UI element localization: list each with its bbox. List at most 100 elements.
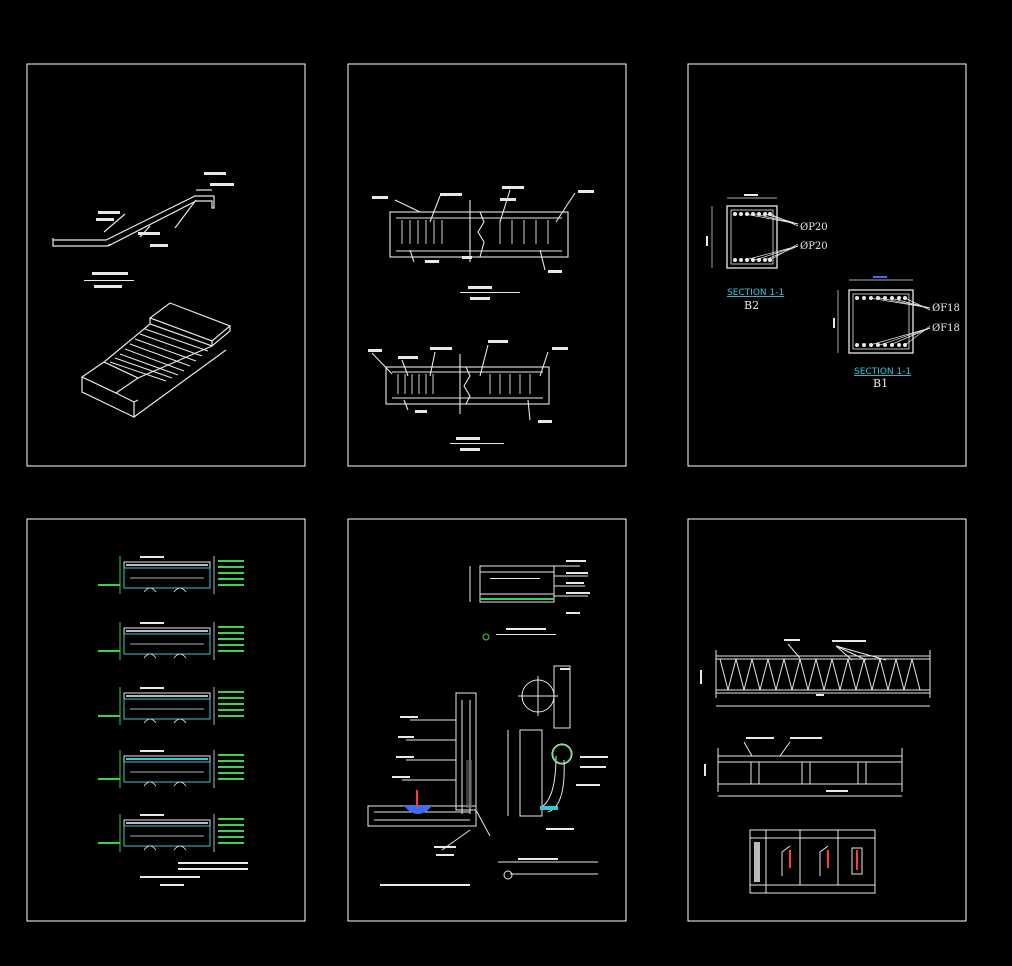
stair-3d-drawing <box>80 302 232 418</box>
stair-section-drawing <box>52 189 215 247</box>
detail-waterproof-layer <box>480 598 554 600</box>
slab-rebar-hook <box>173 653 187 659</box>
detail-hatch <box>466 760 472 808</box>
slab-title-bar <box>140 750 164 752</box>
beam-elevation-top-notes <box>372 186 594 300</box>
detail-floor-notes <box>490 560 590 635</box>
sheet-truss[interactable] <box>687 518 967 922</box>
slab-note-left <box>98 778 120 780</box>
slab-note-right <box>218 691 244 693</box>
detail-pipe-green <box>552 744 572 764</box>
b1-section-title: SECTION 1-1 <box>854 367 911 377</box>
slab-note-right <box>218 830 244 832</box>
detail-pipe-column <box>498 665 598 875</box>
b2-beam-name: B2 <box>744 299 759 312</box>
slab-note-right <box>218 836 244 838</box>
slab-note-right <box>218 760 244 762</box>
slab-note-right <box>218 578 244 580</box>
detail-marker-1 <box>482 633 490 641</box>
slab-note-right <box>218 703 244 705</box>
slab-hatch <box>126 695 208 697</box>
slab-note-right <box>218 584 244 586</box>
slab-rebar-hook <box>143 845 157 851</box>
sheet-slab-sections[interactable] <box>26 518 306 922</box>
detail-table <box>749 829 876 894</box>
b2-top-bar-label: ØP20 <box>800 222 828 233</box>
slab-note-right <box>218 572 244 574</box>
slab-note-right <box>218 709 244 711</box>
truss-notes <box>700 639 866 696</box>
detail-pipe-cyan <box>540 806 558 810</box>
beam-elevation-top <box>389 189 576 271</box>
slab-rebar-hook <box>173 718 187 724</box>
slab-title-bar <box>140 814 164 816</box>
slab-rebar-hook <box>173 845 187 851</box>
slab-note-right <box>218 626 244 628</box>
b1-bottom-bar-label: ØF18 <box>932 323 960 334</box>
slab-note-left <box>98 842 120 844</box>
slab-body <box>123 633 211 655</box>
slab-body <box>123 698 211 720</box>
slab-note-left <box>98 584 120 586</box>
slab-rebar-hook <box>143 653 157 659</box>
slab-hatch <box>126 564 208 566</box>
slab-note-right <box>218 824 244 826</box>
truss-elevation <box>715 643 931 707</box>
slab-title-bar <box>140 687 164 689</box>
detail-wall-notes <box>380 716 470 886</box>
slab-title-bar <box>140 622 164 624</box>
sheet-frame-3 <box>687 63 967 467</box>
b1-top-bar-label: ØF18 <box>932 303 960 314</box>
slab-note-right <box>218 566 244 568</box>
section-b2: ØP20 ØP20 SECTION 1-1 B2 <box>706 194 828 312</box>
detail-red-mark <box>416 790 418 808</box>
slab-note-left <box>98 650 120 652</box>
sheet-frame-1 <box>26 63 306 467</box>
sheet-frame-2 <box>347 63 627 467</box>
b2-section-title: SECTION 1-1 <box>727 288 784 298</box>
slab-note-right <box>218 715 244 717</box>
sheet-beam-elevation[interactable] <box>347 63 627 467</box>
slab-note-right <box>218 560 244 562</box>
slab-sheet-notes <box>140 862 248 886</box>
sheet-frame-5 <box>347 518 627 922</box>
joist-section <box>717 741 903 797</box>
slab-note-left <box>98 715 120 717</box>
slab-note-right <box>218 766 244 768</box>
slab-note-right <box>218 842 244 844</box>
sheet-frame-4 <box>26 518 306 922</box>
slab-note-right <box>218 638 244 640</box>
slab-body <box>123 761 211 783</box>
slab-hatch <box>126 630 208 632</box>
detail-blue-fill <box>404 806 432 814</box>
slab-rebar-hook <box>173 781 187 787</box>
stair-section-notes <box>84 172 234 288</box>
slab-rebar-hook <box>143 587 157 593</box>
b2-bottom-bar-label: ØP20 <box>800 241 828 252</box>
detail-floor-layers <box>469 565 588 603</box>
b1-beam-name: B1 <box>873 377 888 390</box>
sheet-stair[interactable] <box>26 63 306 467</box>
detail-pipe-notes <box>518 668 608 860</box>
slab-body <box>123 567 211 589</box>
slab-note-right <box>218 772 244 774</box>
slab-note-right <box>218 778 244 780</box>
slab-note-right <box>218 697 244 699</box>
section-b1: ØF18 ØF18 SECTION 1-1 B1 <box>833 276 960 390</box>
slab-section-stack <box>98 556 244 852</box>
slab-note-right <box>218 644 244 646</box>
slab-rebar-hook <box>143 718 157 724</box>
detail-table-marks <box>754 842 858 882</box>
slab-title-bar <box>140 556 164 558</box>
sheet-details[interactable] <box>347 518 627 922</box>
slab-note-right <box>218 818 244 820</box>
slab-note-right <box>218 632 244 634</box>
sheet-frame-6 <box>687 518 967 922</box>
beam-elevation-bottom-notes <box>368 340 568 451</box>
slab-hatch <box>126 758 208 760</box>
sheet-beam-sections[interactable]: ØP20 ØP20 SECTION 1-1 B2 <box>687 63 967 467</box>
beam-elevation-bottom <box>371 344 550 421</box>
slab-body <box>123 825 211 847</box>
detail-marker-2 <box>503 870 513 880</box>
